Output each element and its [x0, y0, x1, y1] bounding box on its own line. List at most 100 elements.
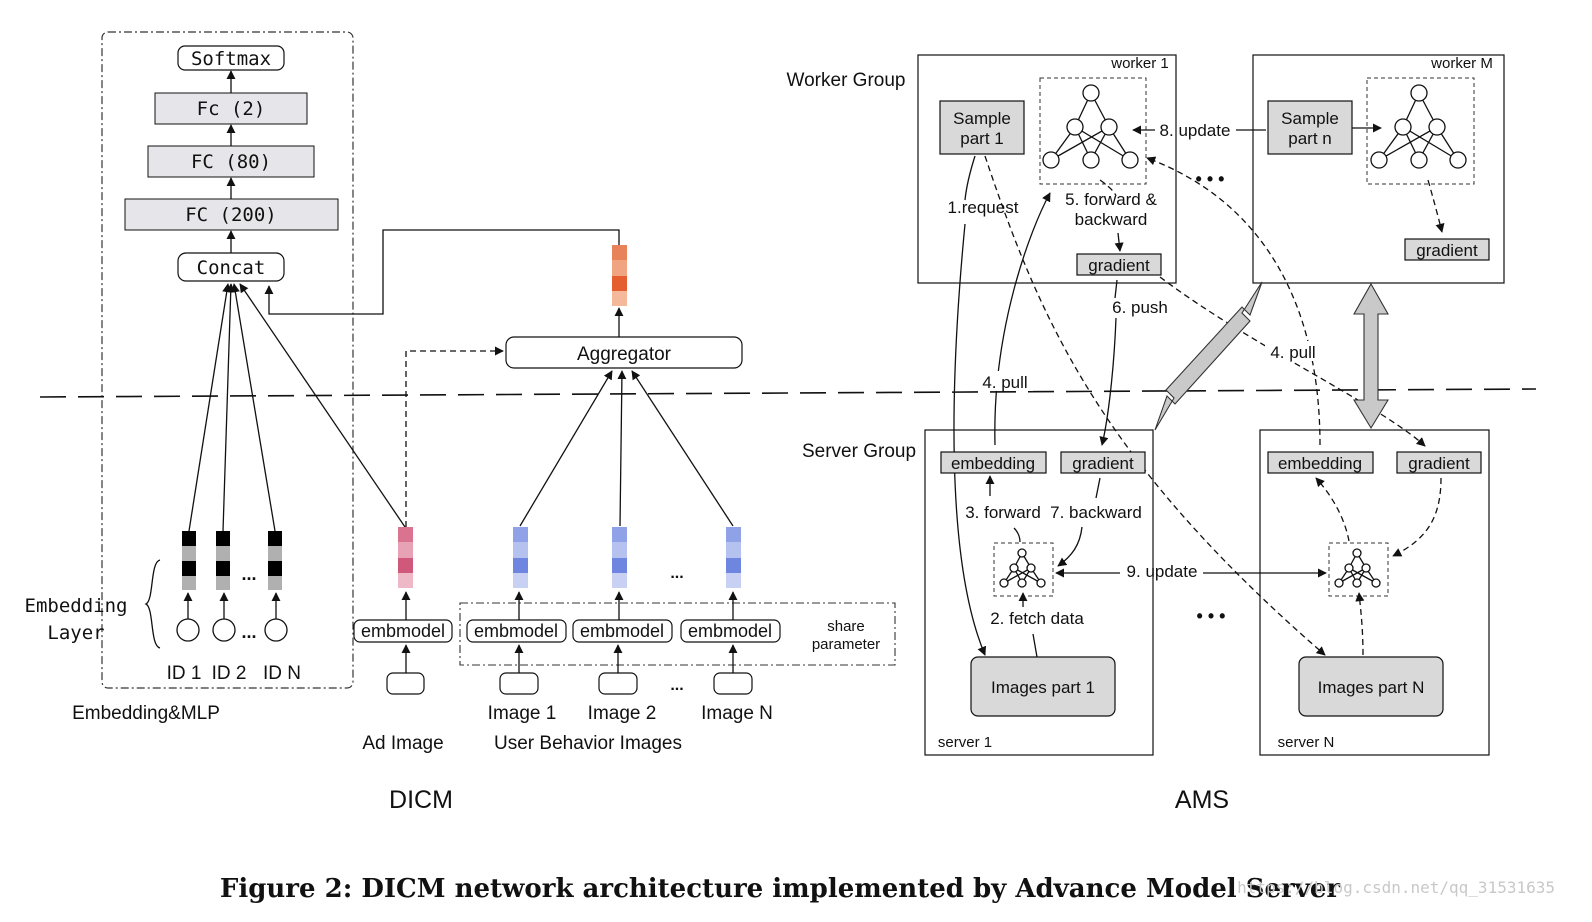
fc80-box	[147, 145, 315, 178]
workers-ellipsis: • • •	[1196, 169, 1225, 189]
sample-part-1-label-1: Sample	[953, 109, 1011, 128]
step-4-pull-label: 4. pull	[982, 373, 1027, 392]
worker-1-gradient-label: gradient	[1088, 256, 1150, 275]
step-2-fetch-data-label: 2. fetch data	[990, 609, 1084, 628]
softmax-label: Softmax	[191, 48, 271, 70]
watermark: https://blog.csdn.net/qq_31531635	[1237, 878, 1555, 897]
arrow-img1-aggregator	[519, 370, 613, 527]
line-images-fetch	[1032, 633, 1038, 658]
server-group-label: Server Group	[802, 441, 916, 462]
arrow-ad-concat	[239, 283, 406, 528]
id-embedding-bar-2	[216, 531, 230, 590]
worker-1-label: worker 1	[1110, 55, 1169, 72]
worker-1-network-icon	[1039, 77, 1147, 185]
step-5-label-2: backward	[1075, 210, 1148, 229]
ams-diagram: Worker Group Server Group worker 1 worke…	[787, 54, 1505, 814]
worker-group-label: Worker Group	[787, 70, 906, 91]
ams-title: AMS	[1175, 786, 1229, 814]
arrow-imgn-aggregator	[631, 370, 734, 527]
image-2-input	[598, 672, 638, 695]
servers-ellipsis: • • •	[1197, 606, 1226, 626]
server-1-network-icon	[993, 542, 1054, 597]
arrow-images-n-net	[1355, 592, 1365, 656]
dash-net-step5	[1099, 179, 1117, 197]
id-n-label: ID N	[263, 663, 301, 684]
arrow-net-n-embedding	[1315, 477, 1350, 542]
aggregator-label: Aggregator	[577, 344, 672, 365]
vectors-ellipsis: ...	[670, 565, 683, 582]
step-5-label-1: 5. forward &	[1065, 190, 1157, 209]
aggregator-box	[505, 336, 743, 369]
separator-dashed-line	[39, 388, 1537, 398]
share-parameter-frame	[459, 602, 896, 666]
aggregator-output-vector	[612, 245, 627, 306]
arrow-gradient-n-net	[1392, 477, 1442, 557]
worker-m-network-icon	[1366, 77, 1475, 185]
ad-image-input	[386, 672, 425, 695]
id-2-node	[212, 618, 236, 642]
share-label-1: share	[827, 618, 865, 635]
image-2-label: Image 2	[588, 703, 657, 724]
sample-part-n-box	[1267, 100, 1353, 155]
pull-label-bg	[977, 371, 1033, 391]
server-n-box	[1259, 429, 1490, 756]
arrow-pull-serverN-worker1	[1146, 156, 1321, 446]
line-gradient-backward	[1095, 477, 1101, 499]
worker-server-double-arrow-2	[1353, 282, 1389, 430]
fc80-label: FC (80)	[191, 151, 271, 173]
embmodel-n-label: embmodel	[688, 621, 772, 641]
step-1-request-label: 1.request	[948, 198, 1019, 217]
fc200-label: FC (200)	[185, 204, 277, 226]
embedding-layer-label-2: Layer	[47, 622, 104, 644]
server-n-network-icon	[1328, 542, 1389, 597]
arrow-step5-gradient	[1114, 232, 1124, 252]
images-part-1-label: Images part 1	[991, 678, 1095, 697]
arrow-push-bottom	[1099, 317, 1117, 446]
id-1-node	[176, 618, 200, 642]
share-label-2: parameter	[812, 636, 880, 653]
arrow-request-top	[964, 155, 976, 201]
server-n-gradient-label: gradient	[1408, 454, 1470, 473]
server-1-box	[924, 429, 1154, 756]
image-1-label: Image 1	[488, 703, 557, 724]
arrow-request-bottom	[953, 223, 987, 656]
embmodel-ad-label: embmodel	[361, 621, 445, 641]
bars-ellipsis: ...	[241, 564, 256, 584]
ad-image-vector	[398, 527, 413, 588]
embedding-layer-brace	[144, 559, 161, 649]
dicm-diagram: Softmax Fc (2) FC (80) FC (200) Concat	[25, 31, 896, 814]
step-9-update-label: 9. update	[1127, 562, 1198, 581]
image-n-label: Image N	[701, 703, 773, 724]
server-n-embedding-box	[1267, 451, 1374, 474]
worker-m-gradient-label: gradient	[1416, 241, 1478, 260]
id-embedding-bar-n	[268, 531, 282, 590]
worker-server-double-arrow-1	[1154, 281, 1263, 431]
embedding-mlp-frame	[101, 31, 354, 689]
arrow-sample1-imagesN	[984, 155, 1326, 656]
sample-part-n-label-1: Sample	[1281, 109, 1339, 128]
sample-part-1-box	[939, 100, 1025, 155]
embmodel-1-box	[466, 619, 567, 643]
id-2-label: ID 2	[212, 663, 247, 684]
image-n-vector	[726, 527, 741, 588]
arrow-aggout-concat	[264, 229, 620, 315]
id-n-node	[264, 618, 288, 642]
embmodel-2-box	[572, 619, 673, 643]
sample-part-n-label-2: part n	[1288, 129, 1331, 148]
arrow-net-m-gradient	[1427, 179, 1445, 233]
images-part-1-box	[970, 656, 1116, 717]
image-1-input	[499, 672, 539, 695]
step-8-update-label: 8. update	[1160, 121, 1231, 140]
embmodel-2-label: embmodel	[580, 621, 664, 641]
id-1-label: ID 1	[167, 663, 202, 684]
user-behavior-images-label: User Behavior Images	[494, 733, 682, 754]
fc2-box	[154, 92, 308, 125]
figure-caption: Figure 2: DICM network architecture impl…	[220, 874, 1341, 904]
sample-part-1-label-2: part 1	[960, 129, 1003, 148]
step-6-push-label: 6. push	[1112, 298, 1168, 317]
step-3-forward-label: 3. forward	[965, 503, 1041, 522]
server-n-embedding-label: embedding	[1278, 454, 1362, 473]
worker-1-box	[917, 54, 1177, 284]
arrow-bar1-concat	[188, 283, 232, 532]
